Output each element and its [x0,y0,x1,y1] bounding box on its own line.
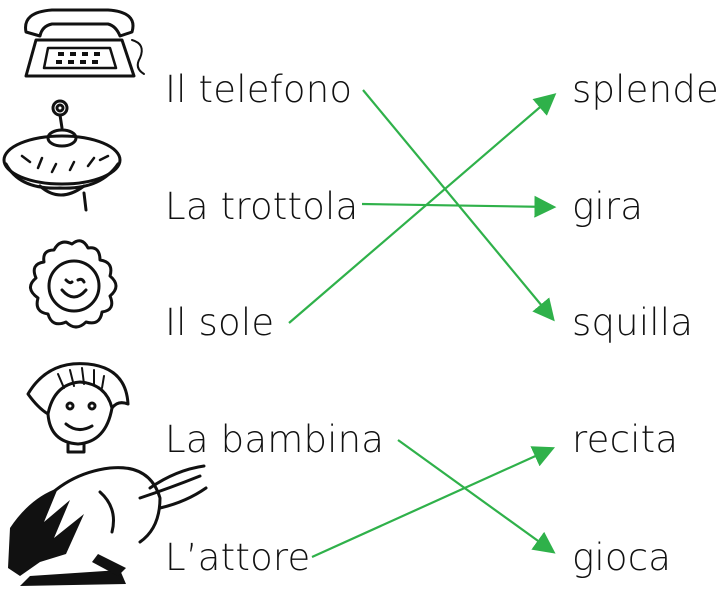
subject-il-sole[interactable]: Il sole [165,301,275,344]
arrow-sole-splende [288,93,557,324]
subject-l-attore[interactable]: L’attore [165,536,311,579]
verb-splende[interactable]: splende [572,68,719,111]
subject-la-bambina[interactable]: La bambina [165,418,385,461]
actor-icon [0,458,210,586]
arrow-trottola-gira [361,195,557,218]
arrow-attore-recita [311,446,556,559]
subject-la-trottola[interactable]: La trottola [165,185,359,228]
arrow-bambina-gioca [397,439,556,554]
girl-icon [8,354,138,454]
spinning-top-icon [0,98,130,218]
subject-il-telefono[interactable]: Il telefono [165,68,353,111]
telephone-icon [12,4,147,82]
verb-gioca[interactable]: gioca [572,536,672,579]
sun-icon [14,236,129,332]
verb-recita[interactable]: recita [572,418,679,461]
verb-gira[interactable]: gira [572,185,644,228]
verb-squilla[interactable]: squilla [572,301,694,344]
arrow-telefono-squilla [362,89,555,322]
